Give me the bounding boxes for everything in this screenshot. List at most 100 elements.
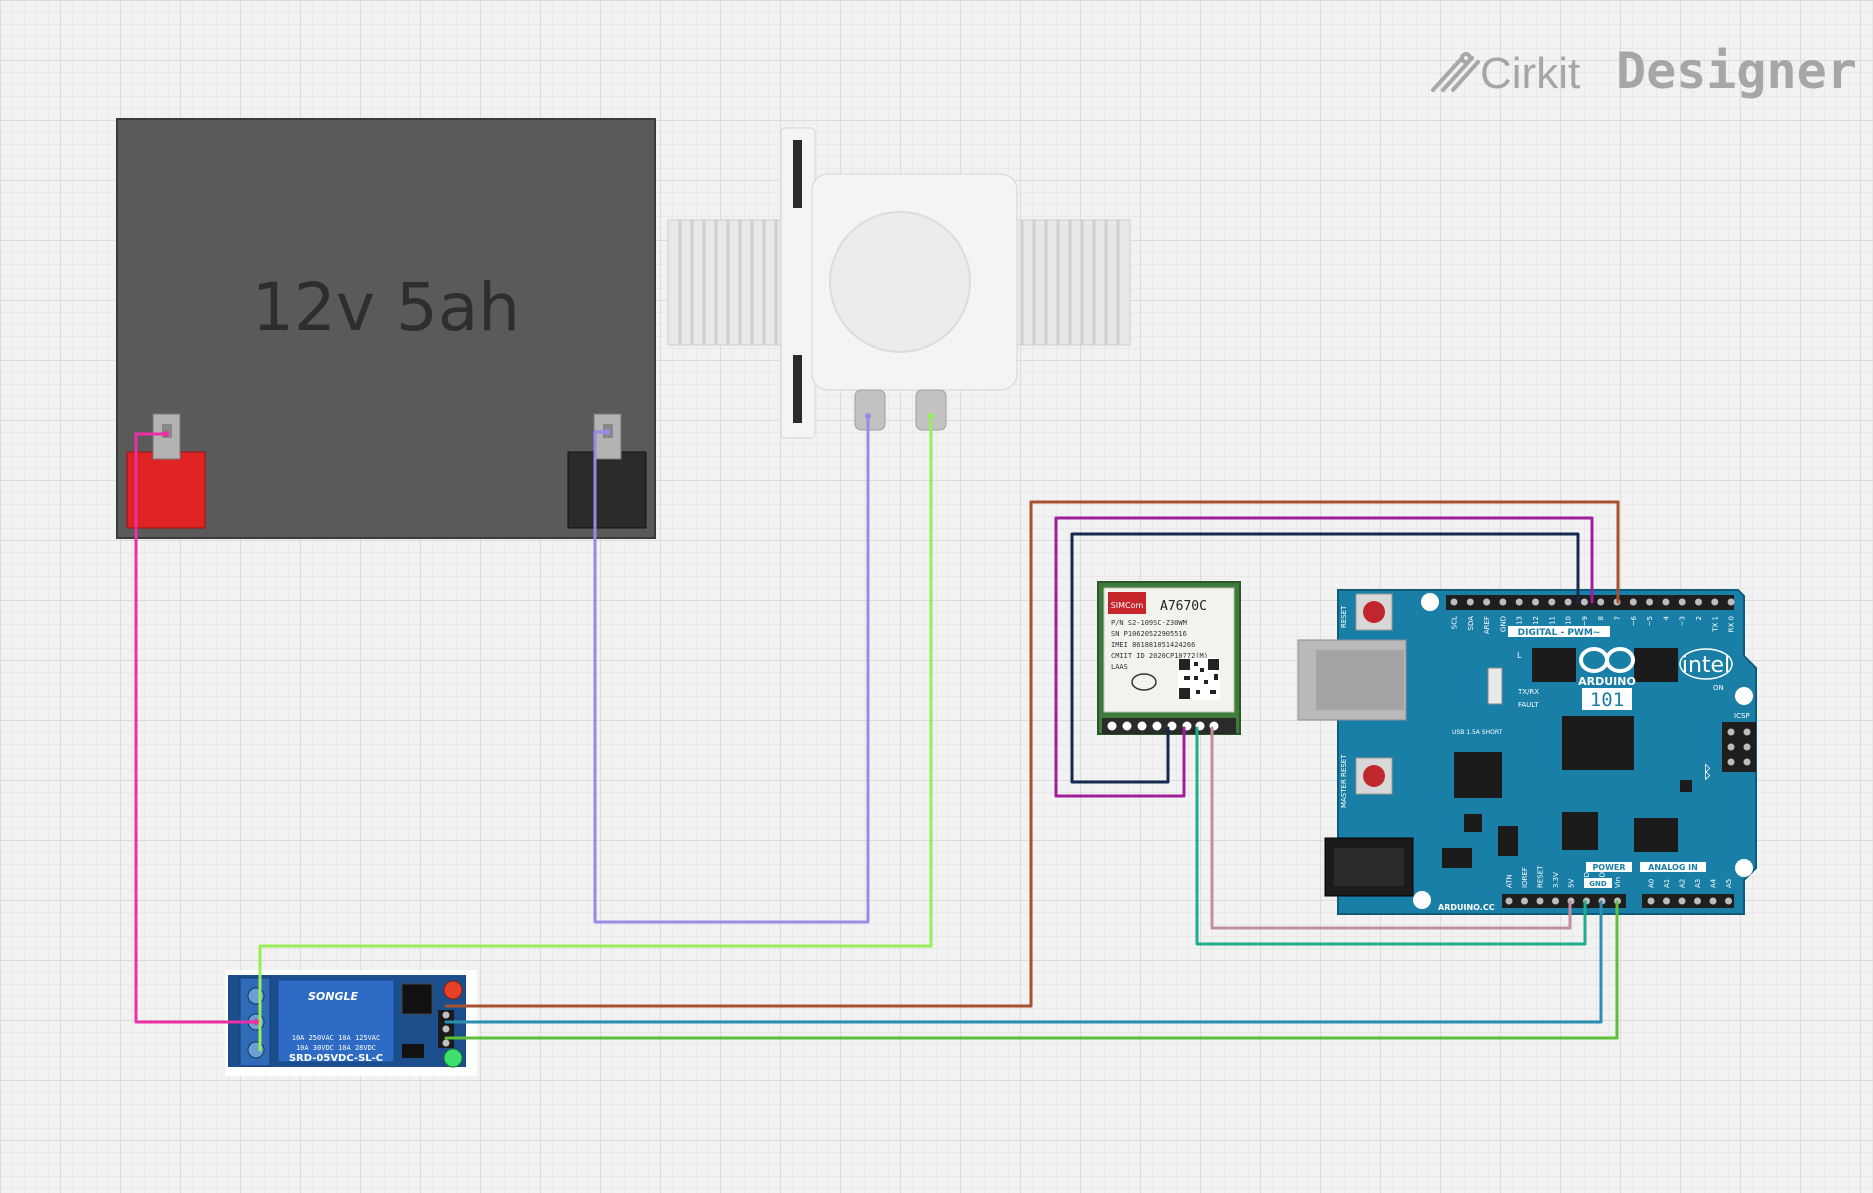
digital-pin-12[interactable] — [1532, 598, 1539, 606]
power-pin-label: IOREF — [1521, 867, 1529, 888]
wire-relay-in-to-pin-7[interactable] — [444, 500, 1620, 1008]
digital-pin-sda[interactable] — [1466, 598, 1474, 606]
power-pin-ioref[interactable] — [1521, 897, 1528, 905]
digital-pin-label: SDA — [1467, 616, 1475, 631]
battery-12v[interactable]: 12v 5ah — [116, 118, 656, 539]
arduino-model-label: 101 — [1590, 689, 1624, 711]
relay-pin-gnd[interactable] — [442, 1025, 450, 1033]
wire-gsm-to-gnd[interactable] — [1195, 726, 1587, 946]
relay-led-red — [443, 980, 463, 1000]
digital-pin-tx1[interactable] — [1711, 598, 1719, 606]
wire-valve-to-relay-no[interactable] — [258, 414, 933, 1052]
digital-pin-11[interactable] — [1548, 598, 1556, 606]
wire-battery-positive-to-relay-com[interactable] — [134, 432, 258, 1024]
power-pin-label: 5V — [1568, 879, 1576, 888]
wire-gsm-to-pin-9[interactable] — [1070, 532, 1580, 784]
relay-terminal-no[interactable] — [247, 987, 265, 1005]
main-processor-chip — [1562, 716, 1634, 770]
usb-short-label: USB 1.5A SHORT — [1452, 729, 1503, 736]
digital-pin-label: ~9 — [1581, 616, 1589, 626]
power-pin-reset[interactable] — [1536, 897, 1544, 905]
arduino-infinity-logo-icon — [1579, 647, 1635, 673]
digital-pin-aref[interactable] — [1483, 598, 1491, 606]
wire-endpoints — [163, 413, 934, 1025]
wire-gsm-to-5v[interactable] — [1210, 726, 1572, 930]
relay-rating-line-2: 10A 30VDC 10A 28VDC — [296, 1044, 376, 1052]
digital-pin-label: SCL — [1451, 616, 1459, 629]
digital-pin-10[interactable] — [1564, 598, 1572, 606]
gsm-cmiit-line: CMIIT ID 2020CP10772(M) — [1111, 652, 1208, 660]
wire-gsm-to-pin-8[interactable] — [1054, 516, 1594, 798]
crystal — [1487, 667, 1503, 705]
digital-pin-rx0[interactable] — [1727, 598, 1735, 606]
analog-pin-a0[interactable] — [1647, 897, 1655, 905]
mount-hole — [1421, 593, 1439, 611]
bluetooth-icon: ᛒ — [1702, 762, 1713, 783]
digital-pin-label: ~3 — [1679, 616, 1687, 626]
master-reset-button-cap[interactable] — [1363, 765, 1385, 787]
gsm-pin-3[interactable] — [1137, 721, 1147, 731]
power-pin-label: ATN — [1506, 874, 1514, 888]
digital-pin-2[interactable] — [1695, 598, 1702, 606]
analog-pin-a3[interactable] — [1694, 897, 1701, 905]
relay-pin-in[interactable] — [442, 1011, 450, 1019]
brand-name-cirkit: Cirkit — [1480, 49, 1580, 98]
wire-battery-negative-to-valve[interactable] — [593, 414, 870, 924]
gsm-pin-2[interactable] — [1122, 721, 1132, 731]
digital-pin-6[interactable] — [1629, 598, 1637, 606]
intel-logo-ring — [1679, 648, 1733, 680]
simcom-logo — [1108, 592, 1146, 614]
power-header — [1502, 894, 1626, 908]
digital-pin-3[interactable] — [1678, 598, 1686, 606]
relay-brand-label: SONGLE — [308, 990, 359, 1003]
solenoid-valve[interactable] — [667, 127, 1131, 439]
gsm-pn-line: P/N S2-109SC-Z30WM — [1111, 619, 1187, 627]
icsp-pins — [1727, 728, 1751, 766]
digital-pin-13[interactable] — [1515, 598, 1523, 606]
digital-pin-label: 12 — [1532, 616, 1540, 625]
power-pin-atn[interactable] — [1505, 897, 1513, 905]
analog-pin-row — [1647, 897, 1732, 905]
digital-pin-label: ~6 — [1630, 615, 1638, 626]
relay-terminal-nc[interactable] — [247, 1041, 265, 1059]
mount-hole — [1735, 687, 1753, 705]
digital-pin-label: 2 — [1695, 616, 1703, 620]
gsm-pin-4[interactable] — [1152, 721, 1162, 731]
digital-pin-9[interactable] — [1580, 598, 1588, 606]
brand-name-designer: Designer — [1616, 42, 1857, 100]
valve-cap — [829, 211, 971, 353]
power-pin-33v[interactable] — [1552, 897, 1559, 905]
analog-pin-a4[interactable] — [1709, 897, 1717, 905]
digital-pin-5[interactable] — [1646, 598, 1654, 606]
valve-terminal-1[interactable] — [854, 389, 886, 431]
gsm-imei-line: IMEI 861881051424266 — [1111, 641, 1195, 649]
analog-pin-a5[interactable] — [1725, 897, 1732, 905]
digital-pin-label: RX 0 — [1728, 616, 1736, 632]
digital-pwm-label: DIGITAL - PWM~ — [1518, 628, 1601, 638]
digital-pin-8[interactable] — [1597, 598, 1605, 606]
fault-label: FAULT — [1518, 701, 1539, 709]
reset-label: RESET — [1340, 605, 1348, 628]
gsm-sn-line: SN P10620522905516 — [1111, 630, 1187, 638]
analog-pin-a1[interactable] — [1663, 897, 1670, 905]
icsp-label: ICSP — [1734, 712, 1750, 720]
relay-module[interactable]: SONGLE 10A 250VAC 10A 125VAC 10A 30VDC 1… — [225, 970, 477, 1076]
relay-pin-vcc[interactable] — [442, 1039, 450, 1047]
gsm-pin-5[interactable] — [1167, 721, 1177, 731]
digital-pin-label: 7 — [1614, 616, 1622, 620]
digital-pin-4[interactable] — [1662, 598, 1670, 606]
relay-model-label: SRD-05VDC-SL-C — [289, 1053, 383, 1064]
digital-pin-scl[interactable] — [1450, 598, 1458, 606]
wire-relay-vcc-to-vin[interactable] — [444, 900, 1619, 1040]
gsm-pin-1[interactable] — [1107, 721, 1117, 731]
battery-positive-terminal-base — [126, 451, 206, 529]
gsm-module-a7670c[interactable]: SIMCom A7670C P/N S2-109SC-Z30WM SN P106… — [1097, 581, 1241, 735]
digital-pin-gnd[interactable] — [1499, 598, 1507, 606]
chip — [1454, 752, 1502, 798]
analog-pin-a2[interactable] — [1678, 897, 1686, 905]
wire-relay-gnd-to-gnd[interactable] — [444, 900, 1603, 1024]
reset-button-cap[interactable] — [1363, 601, 1385, 623]
chip — [1634, 818, 1678, 852]
analog-pin-label: A3 — [1694, 879, 1702, 888]
